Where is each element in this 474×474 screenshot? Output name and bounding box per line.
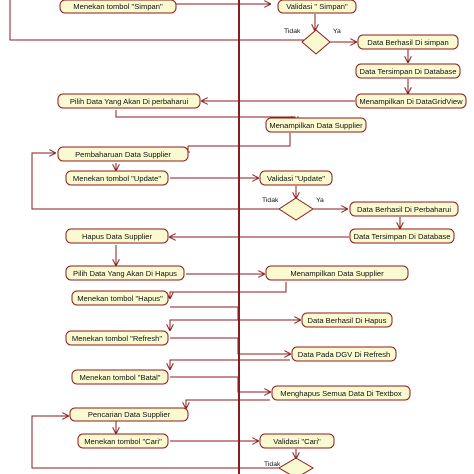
node-menampilkan-datagridview: Menampilkan Di DataGridView [355, 93, 467, 109]
decision-cari [278, 457, 314, 474]
node-label: Menampilkan Data Supplier [269, 121, 363, 130]
decision-update [278, 197, 314, 221]
node-pilih-hapus: Pilih Data Yang Akan Di Hapus [65, 265, 185, 281]
node-label: Data Berhasil Di simpan [367, 38, 448, 47]
node-label: Menghapus Semua Data Di Textbox [280, 389, 402, 398]
node-dgv-refresh: Data Pada DGV Di Refresh [291, 346, 397, 362]
node-data-tersimpan-2: Data Tersimpan Di Database [349, 228, 455, 244]
node-label: Validasi "Update" [267, 174, 325, 183]
node-pilih-perbaharui: Pilih Data Yang Akan Di perbaharui [57, 93, 201, 109]
node-data-tersimpan-1: Data Tersimpan Di Database [355, 63, 461, 79]
node-label: Data Berhasil Di Perbaharui [357, 205, 451, 214]
node-validasi-cari: Validasi "Cari" [259, 433, 335, 449]
node-pembaharuan-supplier: Pembaharuan Data Supplier [57, 146, 189, 162]
node-data-berhasil-simpan: Data Berhasil Di simpan [357, 34, 459, 50]
node-menekan-refresh: Menekan tombol "Refresh" [65, 330, 169, 346]
node-label: Menampilkan Data Supplier [290, 269, 384, 278]
node-label: Pembaharuan Data Supplier [75, 150, 171, 159]
node-label: Pencarian Data Supplier [88, 410, 171, 419]
node-label: Hapus Data Supplier [82, 232, 153, 241]
node-menekan-update: Menekan tombol "Update" [65, 170, 169, 186]
guard-tidak-3: Tidak [264, 461, 281, 468]
node-data-berhasil-hapus: Data Berhasil Di Hapus [301, 312, 393, 328]
node-validasi-simpan: Validasi " Simpan" [277, 0, 357, 14]
node-menampilkan-supplier-1: Menampilkan Data Supplier [265, 117, 367, 133]
node-hapus-supplier: Hapus Data Supplier [65, 228, 169, 244]
node-menekan-batal: Menekan tombol "Batal" [71, 369, 169, 385]
node-label: Data Pada DGV Di Refresh [298, 350, 390, 359]
guard-tidak-2: Tidak [262, 197, 279, 204]
guard-tidak-1: Tidak [284, 28, 301, 35]
flow-connectors [9, 0, 408, 469]
node-label: Menekan tombol "Batal" [80, 373, 161, 382]
node-menekan-hapus: Menekan tombol "Hapus" [71, 290, 169, 306]
node-menekan-simpan: Menekan tombol "Simpan" [59, 0, 177, 14]
node-label: Data Tersimpan Di Database [354, 232, 451, 241]
node-label: Menekan tombol "Refresh" [72, 334, 163, 343]
node-label: Menekan tombol "Cari" [84, 437, 162, 446]
node-label: Data Berhasil Di Hapus [308, 316, 387, 325]
guard-ya-1: Ya [333, 28, 341, 35]
node-label: Data Tersimpan Di Database [360, 67, 457, 76]
node-menghapus-textbox: Menghapus Semua Data Di Textbox [271, 385, 411, 401]
node-menampilkan-supplier-2: Menampilkan Data Supplier [265, 265, 409, 281]
node-label: Pilih Data Yang Akan Di Hapus [73, 269, 177, 278]
node-label: Menampilkan Di DataGridView [359, 97, 463, 106]
node-label: Pilih Data Yang Akan Di perbaharui [70, 97, 189, 106]
node-validasi-update: Validasi "Update" [259, 170, 333, 186]
node-label: Menekan tombol "Hapus" [77, 294, 163, 303]
node-label: Validasi " Simpan" [286, 2, 348, 11]
node-label: Menekan tombol "Update" [73, 174, 161, 183]
guard-ya-2: Ya [316, 197, 324, 204]
node-menekan-cari: Menekan tombol "Cari" [77, 433, 169, 449]
decision-simpan [301, 29, 331, 55]
node-label: Menekan tombol "Simpan" [73, 2, 163, 11]
node-data-berhasil-perbaharui: Data Berhasil Di Perbaharui [349, 201, 459, 217]
node-pencarian-supplier: Pencarian Data Supplier [69, 407, 189, 422]
node-label: Validasi "Cari" [273, 437, 321, 446]
